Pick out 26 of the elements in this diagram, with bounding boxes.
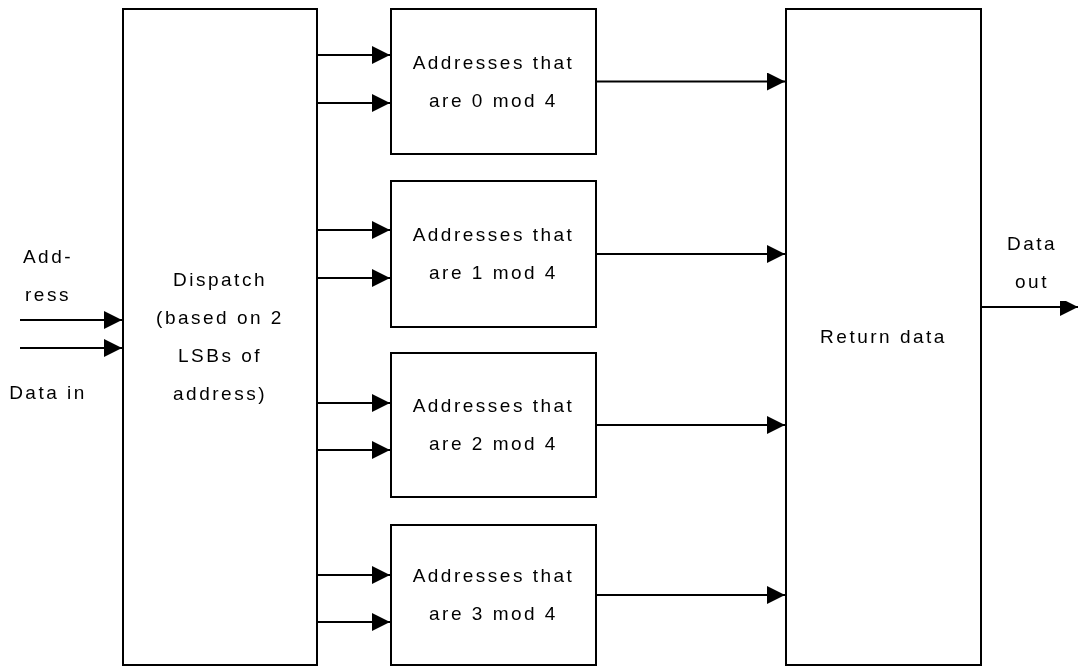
arrow bbox=[19, 339, 123, 357]
arrow bbox=[317, 46, 391, 64]
box-label: Addresses that are 0 mod 4 bbox=[411, 50, 576, 113]
process-box bbox=[122, 8, 318, 666]
arrow bbox=[317, 441, 391, 459]
process-box bbox=[390, 524, 597, 666]
arrow bbox=[317, 221, 391, 239]
arrow bbox=[596, 586, 786, 604]
arrow bbox=[596, 416, 786, 434]
box-label: Return data bbox=[820, 325, 947, 349]
arrow bbox=[317, 394, 391, 412]
arrow bbox=[317, 566, 391, 584]
arrow bbox=[596, 72, 786, 91]
process-box bbox=[785, 8, 982, 666]
arrow bbox=[317, 613, 391, 631]
process-box bbox=[390, 8, 597, 155]
box-label: Addresses that are 1 mod 4 bbox=[411, 223, 576, 285]
box-label: Addresses that are 3 mod 4 bbox=[411, 564, 576, 626]
arrow bbox=[596, 245, 786, 263]
arrow bbox=[19, 311, 123, 329]
box-label: Dispatch (based on 2 LSBs of address) bbox=[155, 268, 285, 406]
arrow bbox=[317, 269, 391, 287]
arrow bbox=[317, 94, 391, 112]
box-label: Addresses that are 2 mod 4 bbox=[411, 394, 576, 456]
process-box bbox=[390, 180, 597, 328]
process-box bbox=[390, 352, 597, 498]
